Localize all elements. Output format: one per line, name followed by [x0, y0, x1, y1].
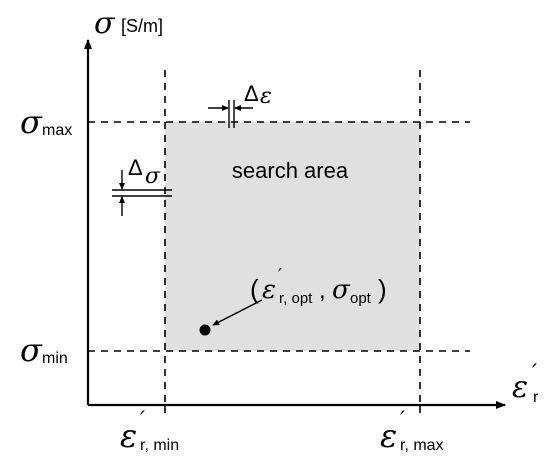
optimum-eps-prime: ′ [278, 265, 282, 286]
sigma-max-subscript: max [42, 122, 72, 139]
delta-sigma-delta: Δ [128, 155, 143, 180]
eps-max-prime: ′ [400, 408, 405, 433]
delta-sigma-symbol: σ [145, 164, 161, 189]
optimum-open-paren: ( [250, 274, 259, 304]
x-axis-prime: ′ [532, 361, 537, 386]
eps-min-prime: ′ [140, 408, 145, 433]
sigma-min-symbol: σ [20, 331, 43, 369]
sigma-max-symbol: σ [20, 103, 43, 141]
optimum-close-paren: ) [378, 274, 387, 304]
eps-min-subscript: r, min [140, 437, 179, 454]
delta-sigma-indicator [112, 170, 172, 216]
x-axis-symbol: ε [512, 370, 528, 405]
optimum-eps-symbol: ε [262, 275, 276, 305]
optimum-eps-subscript: r, opt [279, 290, 313, 307]
y-axis-symbol: σ [94, 6, 116, 41]
optimum-sigma-symbol: σ [332, 275, 351, 305]
delta-eps-indicator [208, 100, 253, 128]
optimum-pointer-arrow [212, 299, 263, 326]
delta-eps-symbol: ε [260, 84, 272, 109]
eps-max-subscript: r, max [400, 437, 444, 454]
y-axis-unit: [S/m] [121, 16, 163, 36]
x-axis-subscript: r [533, 389, 539, 406]
sigma-min-subscript: min [42, 350, 68, 367]
optimum-point [199, 324, 211, 336]
eps-min-symbol: ε [120, 417, 137, 455]
search-area-region [165, 122, 420, 351]
optimum-sigma-subscript: opt [350, 290, 372, 307]
delta-eps-delta: Δ [244, 81, 259, 106]
optimum-comma: , [319, 277, 326, 304]
search-area-label: search area [232, 158, 349, 183]
eps-max-symbol: ε [380, 417, 397, 455]
